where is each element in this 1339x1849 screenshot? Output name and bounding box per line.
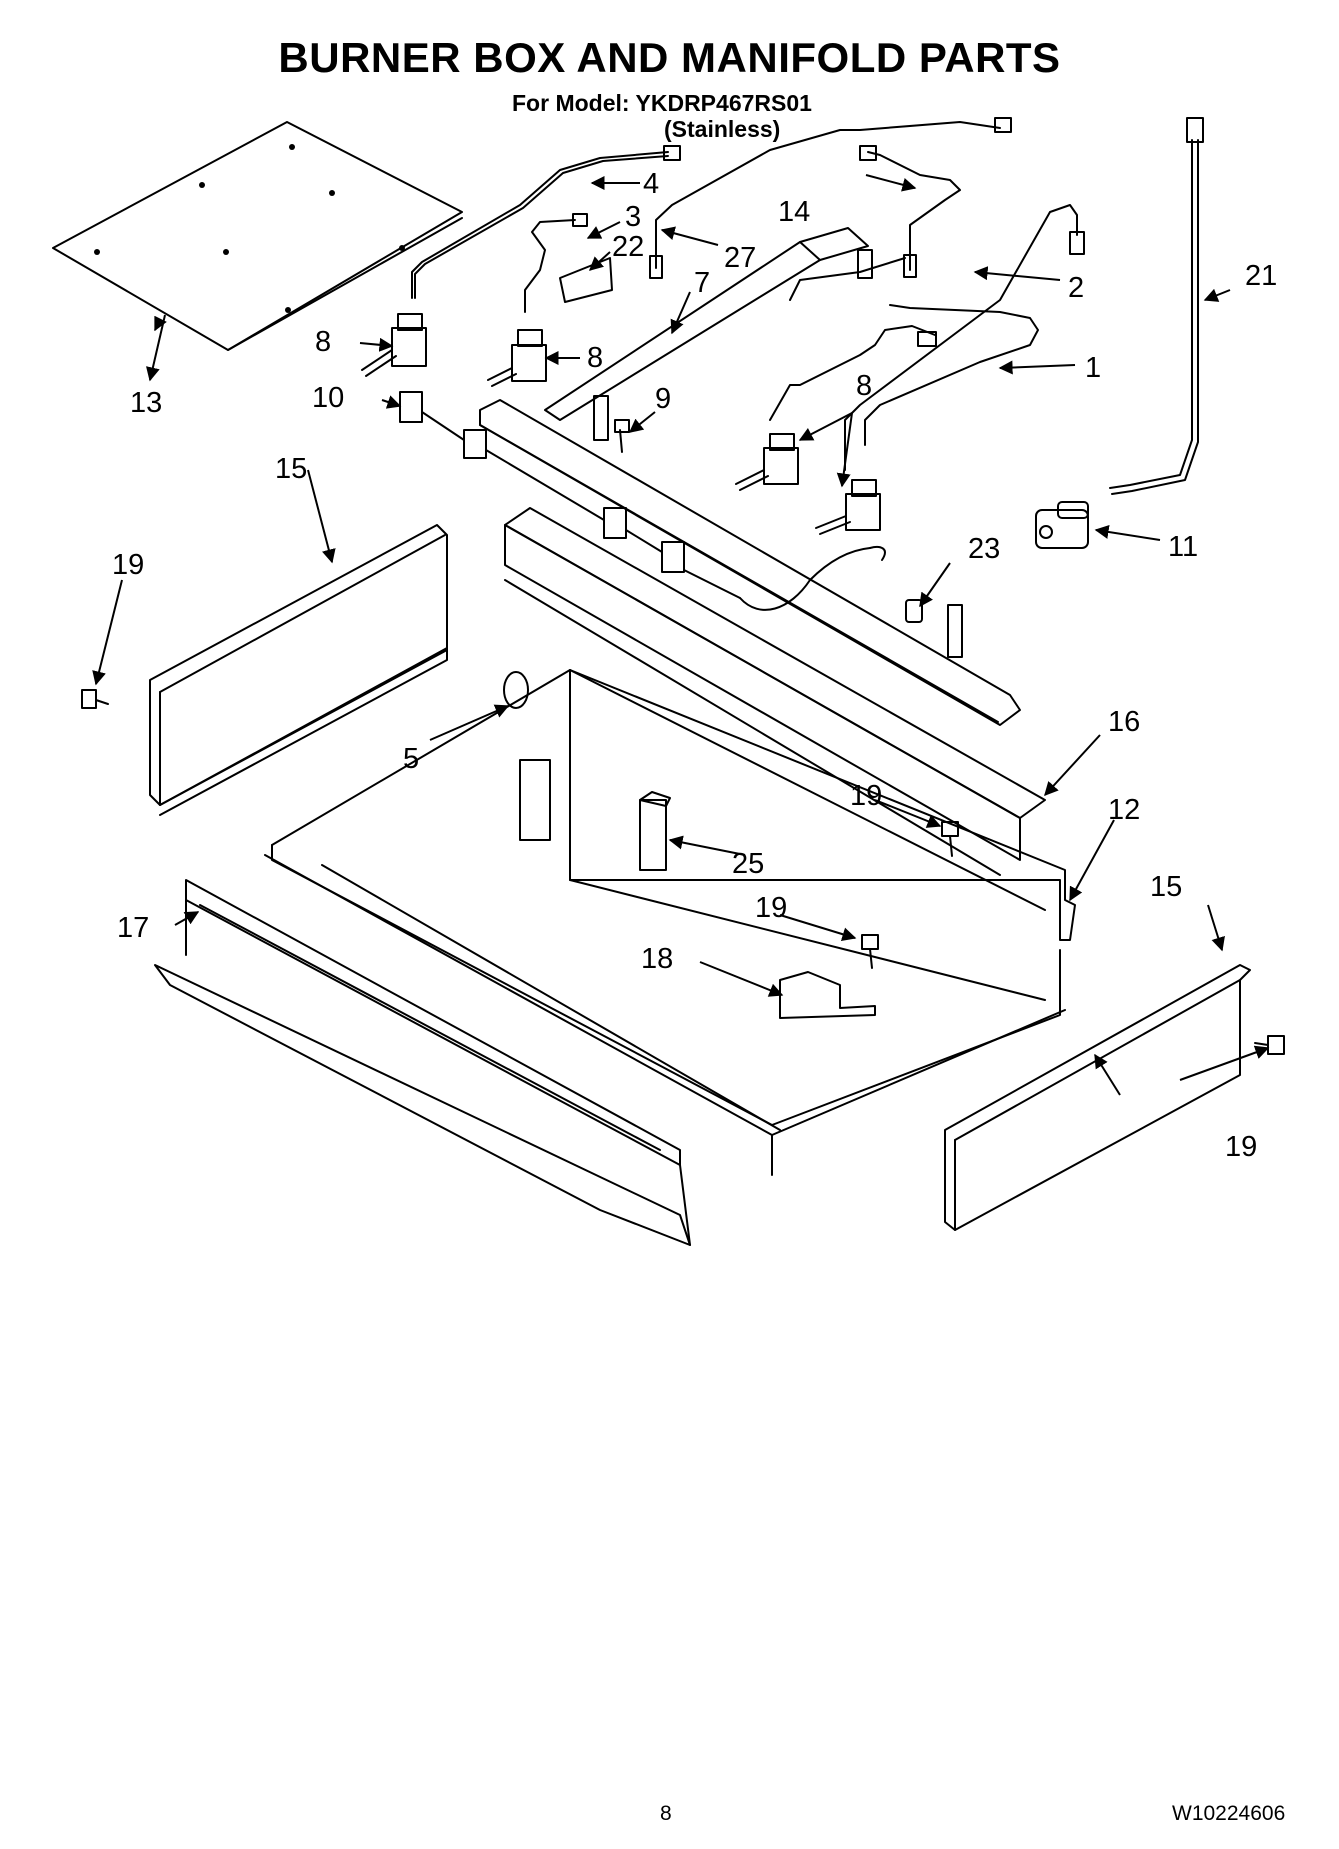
model-subtitle: For Model: YKDRP467RS01 (Stainless) — [512, 90, 812, 142]
callout-19-lower: 19 — [755, 892, 787, 924]
callout-19-right: 19 — [1225, 1131, 1257, 1163]
callout-18: 18 — [641, 943, 673, 975]
callout-8-mid: 8 — [587, 342, 603, 374]
burner-rail-part-16 — [504, 507, 1046, 876]
page-number: 8 — [660, 1802, 672, 1825]
manifold-bar — [479, 395, 1021, 726]
callout-19-left: 19 — [112, 549, 144, 581]
valve-part-8-right-upper — [735, 433, 799, 491]
callout-10: 10 — [312, 382, 344, 414]
model-line: For Model: YKDRP467RS01 — [512, 90, 812, 116]
switch-harness-part-10 — [399, 391, 886, 611]
bracket-part-25 — [639, 791, 671, 871]
bracket-part-18 — [779, 971, 876, 1019]
callout-7: 7 — [694, 267, 710, 299]
screw-part-19-right — [1254, 1035, 1285, 1055]
screw-part-19-left — [81, 689, 109, 709]
callout-23: 23 — [968, 533, 1000, 565]
valve-part-8-right-lower — [815, 479, 881, 535]
finish-line: (Stainless) — [664, 116, 781, 142]
top-panel-part-13 — [52, 121, 463, 351]
burner-box-part-12 — [264, 669, 1076, 1176]
callout-17: 17 — [117, 912, 149, 944]
gas-tubes — [411, 117, 1204, 495]
manifold-part-7 — [544, 227, 873, 421]
callout-19-mid: 19 — [850, 780, 882, 812]
callout-15-right: 15 — [1150, 871, 1182, 903]
callout-12: 12 — [1108, 794, 1140, 826]
page-title: BURNER BOX AND MANIFOLD PARTS — [278, 34, 1061, 81]
bracket-part-22 — [559, 257, 613, 303]
callout-22: 22 — [612, 231, 644, 263]
callout-8-left: 8 — [315, 326, 331, 358]
screw-part-19-mid — [941, 821, 959, 857]
screw-part-19-lower — [861, 934, 879, 969]
callout-15-left: 15 — [275, 453, 307, 485]
side-panel-part-15-left — [149, 524, 448, 816]
callout-27: 27 — [724, 242, 756, 274]
orifice-part-23 — [905, 599, 923, 623]
callout-labels: 4 3 22 27 7 14 2 21 1 8 8 8 13 10 9 15 1… — [112, 168, 1277, 1163]
valve-part-8-mid — [487, 329, 547, 387]
callout-3: 3 — [625, 201, 641, 233]
valve-part-8-left — [361, 313, 427, 377]
callout-1: 1 — [1085, 352, 1101, 384]
callout-21: 21 — [1245, 260, 1277, 292]
callout-16: 16 — [1108, 706, 1140, 738]
sensor-part-5 — [503, 671, 551, 841]
callout-25: 25 — [732, 848, 764, 880]
callout-14: 14 — [778, 196, 810, 228]
document-number: W10224606 — [1172, 1802, 1286, 1825]
callout-13: 13 — [130, 387, 162, 419]
callout-8-right: 8 — [856, 370, 872, 402]
callout-9: 9 — [655, 383, 671, 415]
screw-part-9 — [614, 419, 630, 453]
regulator-part-11 — [1035, 501, 1089, 549]
callout-5: 5 — [403, 743, 419, 775]
callout-4: 4 — [643, 168, 659, 200]
front-rail-part-17 — [154, 879, 691, 1246]
callout-2: 2 — [1068, 272, 1084, 304]
callout-11: 11 — [1168, 531, 1198, 563]
side-panel-part-15-right — [944, 964, 1251, 1231]
leader-arrows — [92, 174, 1270, 1096]
